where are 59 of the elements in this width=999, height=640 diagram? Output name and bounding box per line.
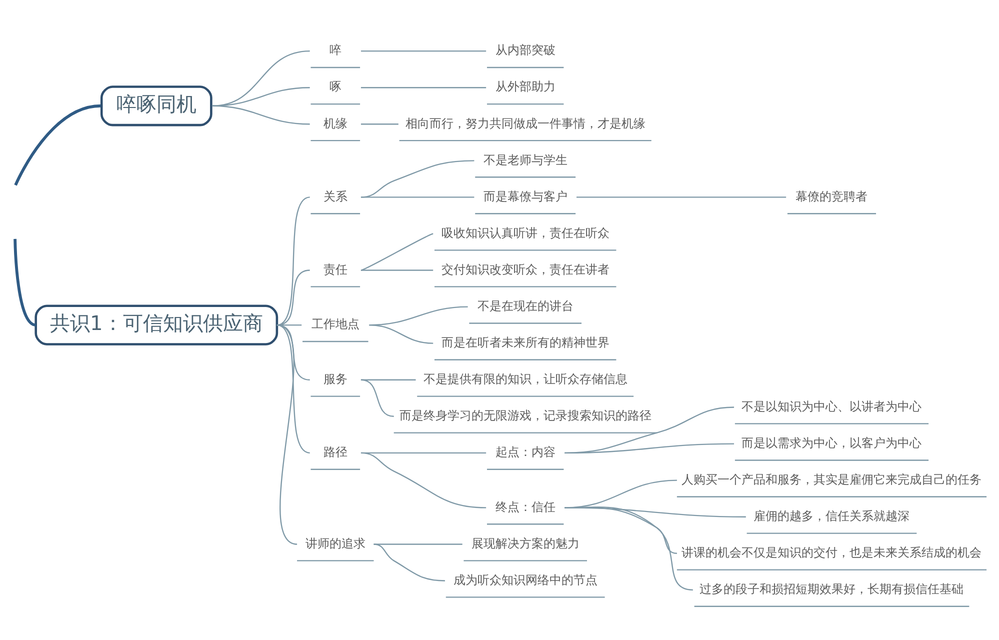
node-text: 不是以知识为中心、以讲者为中心 <box>742 398 922 413</box>
node-text: 机缘 <box>323 116 348 130</box>
node-text: 啐 <box>329 42 342 57</box>
node-text: 幕僚的竞聘者 <box>796 188 868 203</box>
node-text: 关系 <box>323 188 348 203</box>
connector <box>564 506 693 590</box>
connector <box>360 50 486 52</box>
connector <box>14 104 101 186</box>
connector <box>212 86 310 106</box>
connector <box>576 196 786 198</box>
connector <box>276 196 310 326</box>
node-text: 服务 <box>323 371 348 386</box>
connector <box>276 324 298 544</box>
node-text: 而是幕僚与客户 <box>483 188 568 203</box>
node-text: 不是在现在的讲台 <box>477 298 574 312</box>
connector <box>564 442 734 454</box>
node-box: 啐啄同机 <box>100 85 212 126</box>
node-text: 不是提供有限的知识，让听众存储信息 <box>423 371 628 386</box>
connector <box>212 50 310 106</box>
node-text: 啄 <box>329 79 342 94</box>
connector <box>212 104 310 124</box>
node-text: 相向而行，努力共同做成一件事情，才是机缘 <box>405 116 646 130</box>
node-text: 从外部助力 <box>495 79 556 94</box>
node-text: 成为听众知识网络中的节点 <box>453 572 598 586</box>
node-text: 终点：信任 <box>495 499 556 514</box>
node-text: 人购买一个产品和服务，其实是雇佣它来完成自己的任务 <box>682 472 982 486</box>
node-text: 责任 <box>323 262 348 276</box>
node-text: 讲师的追求 <box>305 536 366 550</box>
node-text: 雇佣的越多，信任关系就越深 <box>754 508 910 522</box>
node-text: 不是老师与学生 <box>483 152 568 166</box>
node-text: 展现解决方案的魅力 <box>471 536 580 550</box>
node-text: 而是终身学习的无限游戏，记录搜索知识的路径 <box>399 408 652 422</box>
node-text: 过多的段子和损招短期效果好，长期有损信任基础 <box>700 582 964 596</box>
connector <box>374 543 445 581</box>
node-text: 路径 <box>323 444 348 459</box>
connector <box>360 269 434 270</box>
connector <box>276 269 310 326</box>
connector <box>360 196 474 198</box>
connector <box>360 378 394 416</box>
connector <box>360 160 474 198</box>
node-text: 吸收知识认真听讲，责任在听众 <box>441 225 610 240</box>
node-text: 而是在听者未来所有的精神世界 <box>441 334 610 349</box>
connector <box>276 324 310 380</box>
connector <box>360 232 434 270</box>
connector <box>360 86 486 88</box>
node-text: 工作地点 <box>311 316 360 331</box>
connector <box>14 238 36 326</box>
connector <box>276 324 310 453</box>
connector <box>369 324 434 344</box>
node-text: 交付知识改变听众，责任在讲者 <box>441 262 610 276</box>
node-text: 讲课的机会不仅是知识的交付，也是未来关系结成的机会 <box>682 544 982 559</box>
node-text: 从内部突破 <box>495 42 556 57</box>
node-text: 而是以需求为中心，以客户为中心 <box>742 435 922 450</box>
node-box: 共识1：可信知识供应商 <box>34 304 278 345</box>
connector <box>564 406 734 454</box>
connector <box>360 452 486 508</box>
node-text: 起点：内容 <box>495 444 556 459</box>
connector <box>374 543 462 544</box>
connector <box>360 123 398 124</box>
